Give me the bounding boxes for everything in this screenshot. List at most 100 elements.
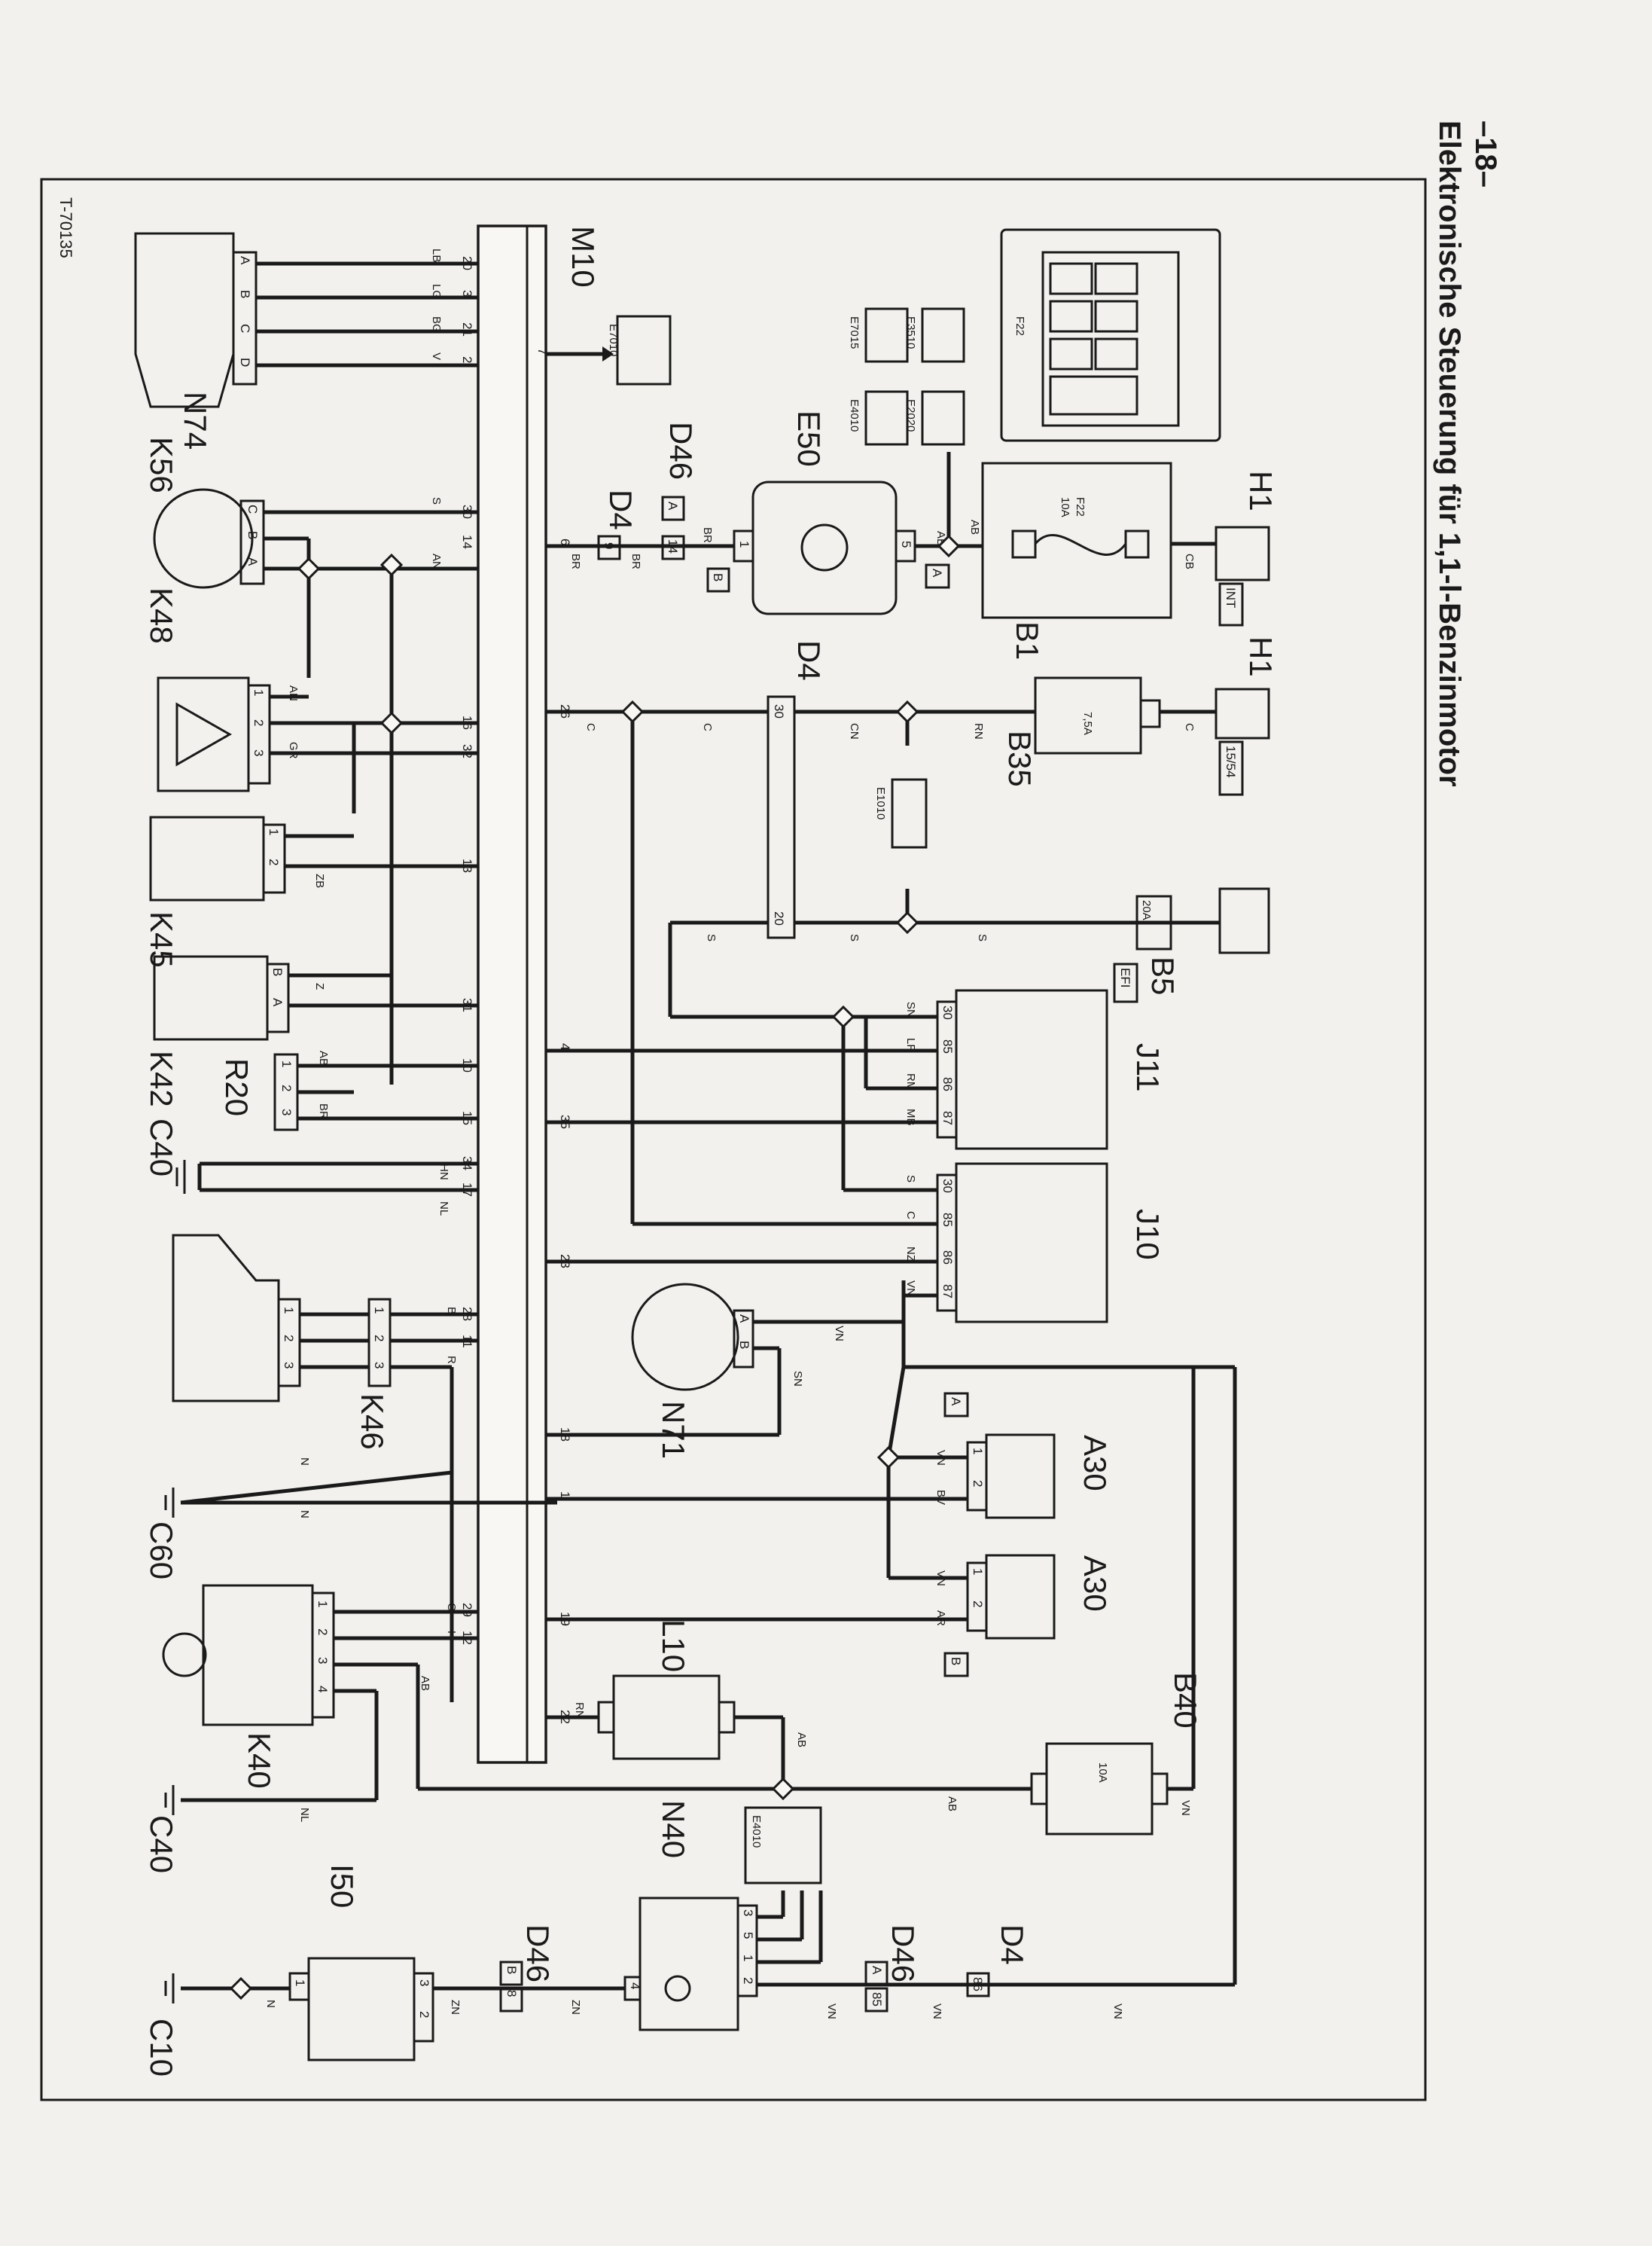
label-c60: C60	[144, 1521, 179, 1579]
svg-text:C: C	[904, 1211, 917, 1219]
svg-text:AN: AN	[430, 554, 443, 569]
component-l10: L10	[597, 1619, 736, 1760]
svg-text:14: 14	[460, 535, 474, 549]
svg-text:2: 2	[267, 859, 281, 865]
svg-text:C: C	[1183, 723, 1196, 731]
svg-text:S: S	[705, 934, 718, 941]
svg-text:7,5A: 7,5A	[1081, 712, 1094, 735]
label-j10: J10	[1130, 1209, 1166, 1260]
svg-text:11: 11	[460, 1335, 474, 1348]
svg-text:86: 86	[971, 1977, 985, 1991]
svg-text:6: 6	[558, 539, 572, 545]
svg-text:9: 9	[602, 542, 616, 549]
fuse-box-f22: F22	[1000, 228, 1221, 442]
label-r20: R20	[219, 1058, 255, 1116]
ground-c40-upper: HN NL 34 17 C40	[144, 1118, 478, 1216]
svg-text:2: 2	[251, 719, 266, 726]
svg-text:87: 87	[940, 1111, 955, 1125]
wires-e50: 9 14 A B BR BR BR AB AB 6 D4 D46	[546, 422, 983, 593]
svg-text:1: 1	[971, 1568, 985, 1575]
svg-text:2: 2	[971, 1480, 985, 1487]
label-b1: B1	[1010, 621, 1045, 660]
svg-text:85: 85	[940, 1039, 955, 1054]
svg-text:A: A	[737, 1314, 751, 1323]
svg-text:A: A	[949, 1397, 963, 1406]
svg-text:1: 1	[372, 1307, 386, 1314]
svg-text:A: A	[245, 557, 260, 566]
label-j11: J11	[1130, 1043, 1166, 1092]
junction-nodes	[229, 534, 961, 2000]
svg-text:2: 2	[741, 1977, 755, 1984]
connector-d4-strip: 30 20 D4	[767, 640, 827, 939]
svg-text:10A: 10A	[1096, 1762, 1109, 1783]
svg-text:N: N	[298, 1457, 311, 1466]
svg-text:VN: VN	[904, 1280, 917, 1296]
svg-text:1: 1	[315, 1601, 330, 1607]
svg-text:2: 2	[315, 1628, 330, 1635]
wires-k40: G H AB 29 12	[181, 1603, 783, 1802]
svg-text:A: A	[870, 1966, 884, 1975]
label-k56: K56	[144, 437, 179, 493]
svg-text:BR: BR	[317, 1103, 330, 1119]
wires-j11: SN LR RM MB 4 35	[546, 1002, 937, 1129]
label-b5: B5	[1145, 957, 1181, 995]
svg-text:3: 3	[741, 1909, 755, 1916]
svg-text:30: 30	[772, 704, 786, 719]
svg-text:21: 21	[460, 322, 474, 337]
svg-text:LG: LG	[430, 284, 443, 299]
label-e50: E50	[791, 410, 827, 467]
wires-r20: AB BR 10 15	[297, 1051, 478, 1125]
svg-text:E2020: E2020	[904, 399, 917, 432]
svg-text:AB: AB	[419, 1676, 431, 1691]
svg-text:F22: F22	[1074, 497, 1087, 517]
component-j10: 30 85 86 87 J10	[936, 1162, 1166, 1323]
svg-text:BR: BR	[569, 554, 582, 569]
svg-text:Z: Z	[313, 983, 326, 990]
svg-text:S: S	[904, 1175, 917, 1183]
svg-text:EFI: EFI	[1118, 968, 1132, 987]
component-e50: 1 5 E50 A	[733, 410, 950, 615]
label-c40-lower: C40	[144, 1815, 179, 1873]
svg-text:23: 23	[558, 1254, 572, 1268]
svg-text:A: A	[238, 256, 252, 265]
wires-b1: CB	[1171, 542, 1216, 569]
label-n40: N40	[656, 1800, 691, 1858]
component-b5: 20A EFI B5	[1113, 887, 1270, 1003]
svg-text:20: 20	[460, 256, 474, 270]
svg-text:BR: BR	[701, 527, 714, 543]
svg-text:AB: AB	[946, 1796, 959, 1811]
svg-text:A: A	[930, 569, 944, 578]
svg-text:87: 87	[940, 1284, 955, 1298]
component-n40: 4 3 5 1 2 N40	[623, 1800, 758, 2031]
component-r20: 1 2 3 R20	[219, 1053, 299, 1131]
label-b35: B35	[1002, 731, 1038, 787]
svg-text:ZB: ZB	[313, 874, 326, 888]
svg-text:17: 17	[460, 1183, 474, 1197]
label-f22: F22	[1013, 316, 1026, 336]
svg-text:3: 3	[417, 1979, 431, 1986]
svg-text:3: 3	[460, 290, 474, 297]
svg-text:28: 28	[460, 1307, 474, 1321]
svg-text:ZN: ZN	[569, 2000, 582, 2015]
svg-text:AB: AB	[968, 520, 981, 535]
wires-i50: N ZN ZN C10	[144, 1973, 625, 2077]
svg-text:B: B	[445, 1307, 458, 1314]
ecu-m10: M10	[477, 224, 601, 1764]
svg-text:1: 1	[251, 689, 266, 696]
svg-text:C: C	[701, 723, 714, 731]
label-k42: K42	[144, 1051, 179, 1107]
svg-text:BV: BV	[934, 1490, 947, 1505]
reference-icons-top: E3510 E2020 E7015 E4010	[848, 307, 965, 446]
svg-text:30: 30	[460, 505, 474, 519]
svg-text:LB: LB	[430, 249, 443, 262]
svg-text:1: 1	[737, 541, 751, 548]
svg-text:INT: INT	[1224, 587, 1238, 608]
svg-text:AR: AR	[934, 1610, 947, 1626]
connector-d46-a8: A 85 D46	[864, 1924, 921, 2013]
svg-text:RM: RM	[904, 1073, 917, 1091]
svg-text:RN: RN	[972, 723, 985, 740]
svg-text:2: 2	[282, 1335, 296, 1341]
svg-text:5: 5	[741, 1932, 755, 1939]
svg-text:VN: VN	[1179, 1800, 1192, 1816]
